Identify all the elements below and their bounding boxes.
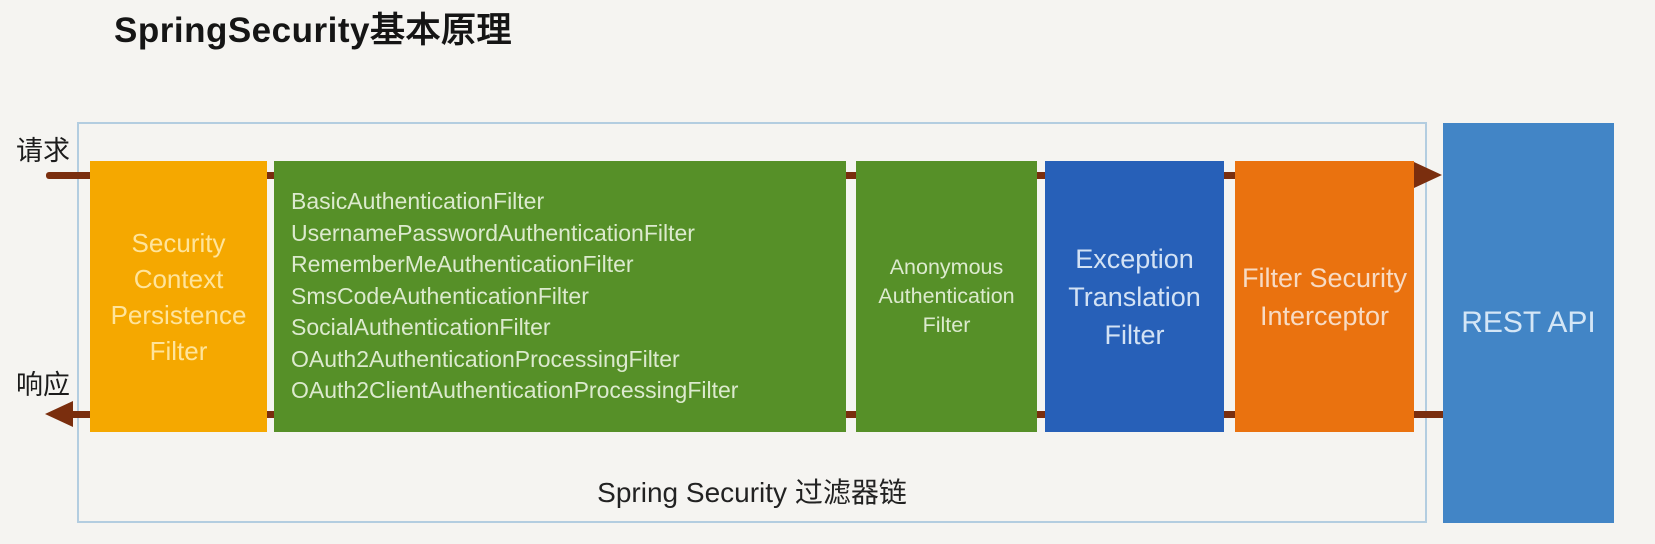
chain-caption: Spring Security 过滤器链 [597,477,907,508]
box-label: Security Context Persistence Filter [110,227,247,366]
box-label: Filter Security Interceptor [1241,262,1408,331]
filter-list-item: BasicAuthenticationFilter [291,188,545,215]
box-exception-translation-filter: Exception Translation Filter [1045,161,1224,432]
request-arrowhead-icon [1414,162,1442,188]
box-filter-security-interceptor: Filter Security Interceptor [1235,161,1414,432]
box-label: Anonymous Authentication Filter [878,255,1015,337]
box-security-context-persistence-filter: Security Context Persistence Filter [90,161,267,432]
box-anonymous-authentication-filter: Anonymous Authentication Filter [856,161,1037,432]
box-authentication-filter-list: BasicAuthenticationFilter UsernamePasswo… [274,161,846,432]
filter-chain-container: Spring Security 过滤器链 [77,122,1427,523]
box-label: REST API [1461,306,1596,339]
filter-list-item: OAuth2AuthenticationProcessingFilter [291,345,680,372]
filter-list-item: OAuth2ClientAuthenticationProcessingFilt… [291,377,739,404]
box-rest-api: REST API [1443,123,1614,523]
filter-list-item: RememberMeAuthenticationFilter [291,251,634,278]
page-title: SpringSecurity基本原理 [114,11,512,50]
filter-list-item: SocialAuthenticationFilter [291,314,551,341]
filter-list-item: UsernamePasswordAuthenticationFilter [291,219,695,246]
response-label: 响应 [16,370,70,400]
filter-list-item: SmsCodeAuthenticationFilter [291,282,589,309]
box-label: Exception Translation Filter [1068,243,1201,350]
request-label: 请求 [16,136,70,166]
response-arrowhead-icon [45,401,73,427]
